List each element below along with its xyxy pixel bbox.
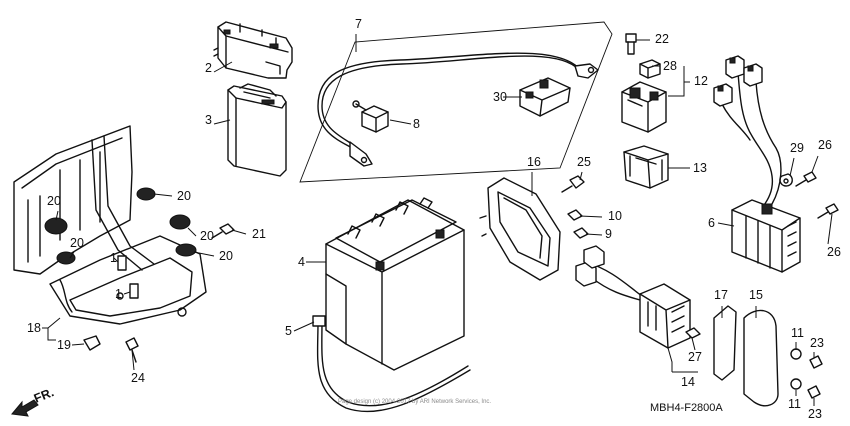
callout-20: 20 (47, 194, 61, 208)
part-screw-23-lower[interactable] (807, 385, 821, 399)
part-breather-tube[interactable] (312, 315, 471, 413)
callout-8: 8 (413, 117, 420, 131)
callout-1: 1 (110, 251, 117, 265)
part-cushion-20-b[interactable] (44, 217, 68, 235)
part-screw-23-upper[interactable] (809, 355, 823, 369)
part-grommet-10[interactable] (567, 209, 583, 221)
callout-24: 24 (131, 371, 145, 385)
part-fuse-box-cover[interactable] (213, 21, 293, 79)
callout-18: 18 (27, 321, 41, 335)
part-fuse-28[interactable] (639, 59, 661, 79)
part-cushion-20-a[interactable] (136, 187, 156, 201)
part-starter-cable[interactable] (317, 52, 599, 167)
part-plate-17[interactable] (713, 305, 737, 381)
part-fuse-block-harness[interactable] (575, 245, 691, 349)
part-collar-1-upper[interactable] (117, 255, 127, 271)
callout-16: 16 (527, 155, 541, 169)
part-cushion-20-c[interactable] (169, 214, 191, 230)
part-bolt-26-lower[interactable] (817, 203, 839, 219)
callout-21: 21 (252, 227, 266, 241)
callout-17: 17 (714, 288, 728, 302)
part-control-unit[interactable] (227, 83, 287, 177)
part-grommet-11-upper[interactable] (790, 348, 802, 360)
leader-lines (42, 34, 833, 406)
diagram-code: MBH4-F2800A (650, 402, 723, 414)
part-cushion-20-d[interactable] (56, 251, 76, 265)
callout-12: 12 (694, 74, 708, 88)
part-sub-harness[interactable] (713, 55, 782, 209)
part-relay-12[interactable] (621, 81, 667, 133)
callout-9: 9 (605, 227, 612, 241)
direction-label: FR. (32, 385, 56, 406)
callout-14: 14 (681, 375, 695, 389)
front-direction-arrow: FR. (11, 385, 56, 417)
callout-23: 23 (808, 407, 822, 421)
part-terminal-cover[interactable] (352, 100, 389, 133)
callout-26: 26 (818, 138, 832, 152)
part-starter-relay[interactable] (519, 77, 571, 117)
cable-group-frame (299, 21, 613, 183)
part-panel-15[interactable] (743, 309, 779, 407)
part-grommet-19[interactable] (83, 335, 101, 351)
part-battery[interactable] (325, 197, 465, 371)
part-collar-1-lower[interactable] (129, 283, 139, 299)
callout-7: 7 (355, 17, 362, 31)
callout-15: 15 (749, 288, 763, 302)
part-bolt-22[interactable] (625, 33, 637, 55)
callout-4: 4 (298, 255, 305, 269)
part-regulator-rectifier[interactable] (731, 199, 801, 273)
callout-11: 11 (791, 326, 804, 340)
part-clip-29[interactable] (779, 173, 793, 187)
part-clamp-9[interactable] (573, 227, 589, 239)
copyright-watermark: Page design (c) 2004-2017 by ARI Network… (338, 399, 491, 405)
part-fuse-27[interactable] (685, 327, 701, 339)
callout-22: 22 (655, 32, 669, 46)
callout-20: 20 (219, 249, 233, 263)
callout-23: 23 (810, 336, 824, 350)
callout-20: 20 (200, 229, 214, 243)
callout-13: 13 (693, 161, 707, 175)
callout-27: 27 (688, 350, 702, 364)
callout-29: 29 (790, 141, 804, 155)
callout-1: 1 (115, 287, 122, 301)
part-bolt-24[interactable] (125, 337, 139, 363)
part-cushion-20-e[interactable] (175, 243, 197, 257)
part-relay-holder[interactable] (623, 145, 669, 189)
callout-20: 20 (177, 189, 191, 203)
callout-2: 2 (205, 61, 212, 75)
callout-26: 26 (827, 245, 841, 259)
part-grommet-11-lower[interactable] (790, 378, 802, 390)
callout-5: 5 (285, 324, 292, 338)
callout-3: 3 (205, 113, 212, 127)
part-bolt-21[interactable] (211, 223, 235, 239)
callout-10: 10 (608, 209, 622, 223)
callout-28: 28 (663, 59, 677, 73)
callout-11: 11 (788, 397, 801, 411)
callout-6: 6 (708, 216, 715, 230)
callout-30: 30 (493, 90, 507, 104)
callout-19: 19 (57, 338, 71, 352)
part-battery-cover[interactable] (479, 177, 561, 281)
part-bolt-26-upper[interactable] (795, 171, 817, 187)
callout-25: 25 (577, 155, 591, 169)
callout-20: 20 (70, 236, 84, 250)
